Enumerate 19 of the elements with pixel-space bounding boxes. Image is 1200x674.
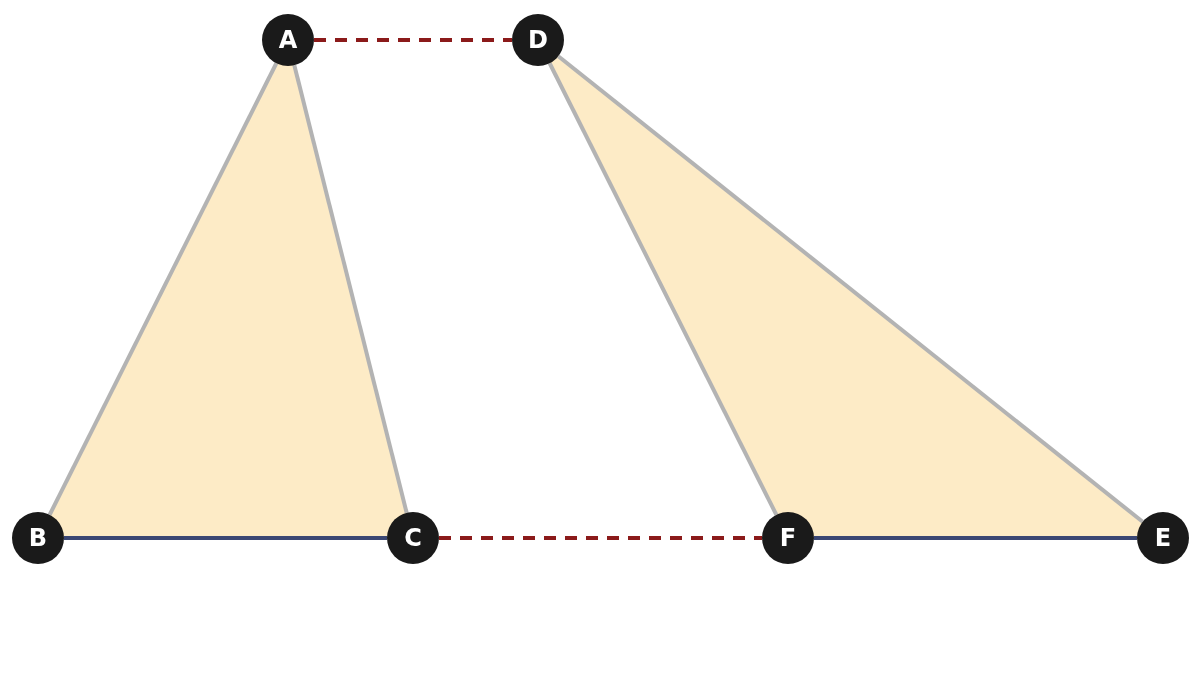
dashed-line	[314, 38, 512, 42]
vertex-circle	[762, 512, 814, 564]
vertex-label: B	[28, 526, 48, 550]
vertex-circle	[512, 14, 564, 66]
vertex-circle	[12, 512, 64, 564]
vertex-label: C	[404, 526, 422, 550]
line-segment	[64, 536, 387, 540]
vertex-label: D	[528, 28, 548, 52]
vertex-circle	[1137, 512, 1189, 564]
line-segment	[47, 62, 279, 516]
line-segment	[814, 536, 1137, 540]
dashed-line	[439, 536, 762, 540]
vertex-label: E	[1154, 526, 1172, 550]
line-segment	[292, 64, 409, 514]
vertex-label: F	[779, 526, 797, 550]
vertex-label: A	[278, 28, 298, 52]
line-segment	[547, 62, 779, 516]
vertex-circle	[387, 512, 439, 564]
vertex-circle	[262, 14, 314, 66]
